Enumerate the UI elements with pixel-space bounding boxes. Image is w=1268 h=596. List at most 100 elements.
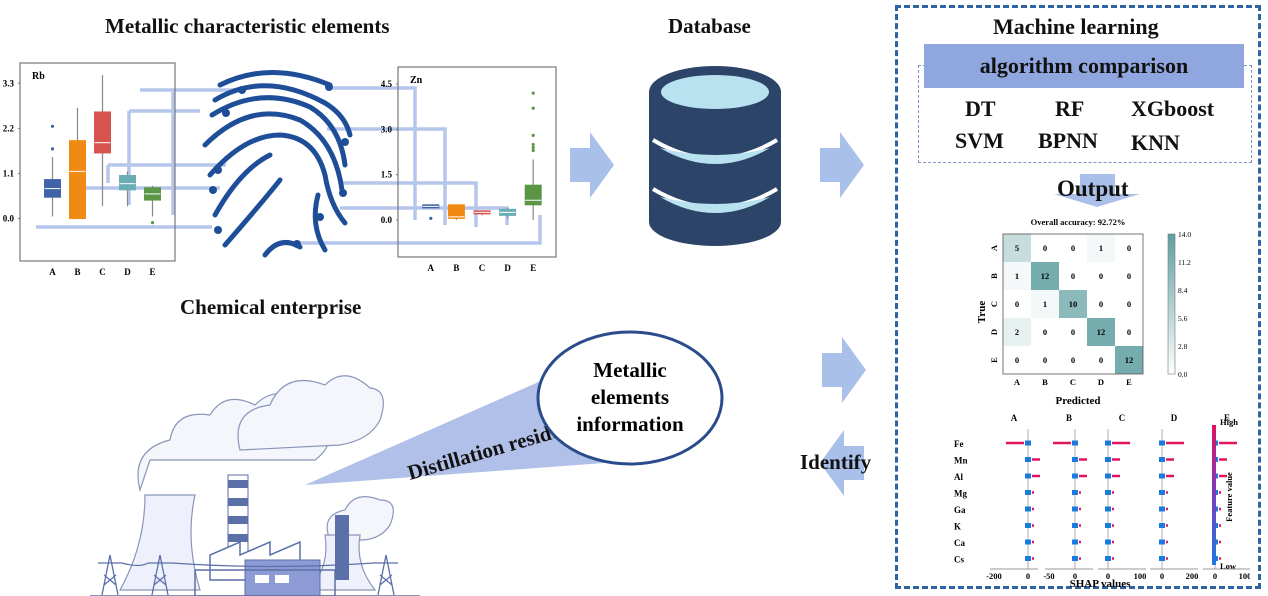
box-E bbox=[524, 184, 542, 206]
outlier-point bbox=[50, 147, 55, 151]
cm-cell-value: 1 bbox=[1015, 271, 1019, 281]
cm-cell bbox=[1059, 262, 1087, 290]
shap-colorbar bbox=[1212, 425, 1216, 565]
shap-xlabel: SHAP values bbox=[1070, 578, 1132, 590]
cm-cell bbox=[1031, 234, 1059, 262]
shap-panel-title: C bbox=[1119, 413, 1126, 423]
shap-feature-label: Mn bbox=[954, 456, 968, 466]
cm-cell bbox=[1003, 234, 1031, 262]
y-tick-label: 1.1 bbox=[3, 168, 15, 178]
identify-label: Identify bbox=[800, 450, 872, 474]
cm-colorbar bbox=[1167, 233, 1176, 375]
shap-feature-label: K bbox=[954, 522, 961, 532]
cm-cell-value: 0 bbox=[1015, 299, 1019, 309]
cm-cell bbox=[1003, 346, 1031, 374]
x-tick-label: A bbox=[49, 267, 56, 277]
shap-feature-label: Fe bbox=[954, 439, 964, 449]
outlier-point bbox=[531, 148, 535, 153]
outlier-point bbox=[429, 216, 433, 220]
x-tick-label: E bbox=[530, 263, 536, 273]
cm-x-tick: D bbox=[1098, 377, 1104, 387]
bubble-line-2: elements bbox=[591, 385, 669, 409]
algo-bpnn: BPNN bbox=[1038, 128, 1098, 153]
factory-illustration bbox=[90, 375, 420, 596]
outlier-point bbox=[531, 142, 535, 147]
connector-line bbox=[331, 86, 417, 220]
shap-tick-label: 200 bbox=[1186, 571, 1199, 581]
cm-cell bbox=[1003, 262, 1031, 290]
fingerprint-nodes bbox=[209, 83, 349, 248]
cm-cell-value: 0 bbox=[1071, 355, 1075, 365]
cm-cell-value: 0 bbox=[1127, 243, 1131, 253]
y-tick-label: 0.0 bbox=[3, 214, 15, 224]
cm-x-tick: C bbox=[1070, 377, 1076, 387]
cm-cell bbox=[1087, 318, 1115, 346]
algo-rf: RF bbox=[1055, 96, 1085, 121]
striped-chimney bbox=[227, 474, 249, 556]
algorithm-banner-label: algorithm comparison bbox=[979, 53, 1189, 78]
output-arrow-icon bbox=[1054, 174, 1140, 207]
metallic-info-bubble bbox=[536, 330, 724, 466]
cm-cell bbox=[1087, 234, 1115, 262]
shap-tick-label: -200 bbox=[986, 571, 1002, 581]
enterprise-section-title: Chemical enterprise bbox=[180, 295, 362, 319]
algo-knn: KNN bbox=[1131, 130, 1180, 155]
box-B bbox=[69, 140, 86, 220]
fingerprint-section-title: Metallic characteristic elements bbox=[105, 14, 390, 38]
plot-title: Rb bbox=[32, 71, 45, 82]
cm-cell bbox=[1031, 346, 1059, 374]
outlier-point bbox=[531, 91, 535, 95]
shap-colorbar-high: High bbox=[1220, 417, 1238, 427]
connector-line bbox=[106, 163, 226, 183]
plot-frame bbox=[397, 66, 557, 258]
arrow-to-ml-icon bbox=[820, 132, 864, 198]
output-label: Output bbox=[1057, 176, 1129, 201]
shap-tick-label: 0 bbox=[1213, 571, 1217, 581]
x-tick-label: D bbox=[504, 263, 511, 273]
shap-tick-label: 0 bbox=[1073, 571, 1077, 581]
cm-colorbar-tick: 11.2 bbox=[1178, 258, 1191, 267]
algo-xgboost: XGboost bbox=[1131, 96, 1215, 121]
cm-colorbar-tick: 2.8 bbox=[1178, 342, 1188, 351]
chimney bbox=[335, 515, 349, 580]
shap-tick-label: -50 bbox=[1043, 571, 1054, 581]
cm-x-tick: E bbox=[1126, 377, 1132, 387]
cm-cell-value: 0 bbox=[1015, 355, 1019, 365]
outlier-point bbox=[531, 145, 535, 150]
cm-y-tick: D bbox=[989, 329, 999, 335]
y-tick-label: 3.0 bbox=[381, 124, 393, 134]
shap-tick-label: 100 bbox=[1239, 571, 1250, 581]
cm-frame bbox=[1002, 233, 1144, 375]
y-tick-label: 1.5 bbox=[381, 170, 393, 180]
bubble-line-1: Metallic bbox=[593, 358, 666, 382]
shap-tick-label: 0 bbox=[1026, 571, 1030, 581]
ml-panel bbox=[895, 5, 1261, 589]
x-tick-label: B bbox=[453, 263, 459, 273]
connector-line bbox=[127, 109, 200, 205]
cm-title: Overall accuracy: 92.72% bbox=[1031, 217, 1126, 227]
x-tick-label: D bbox=[124, 267, 131, 277]
shap-feature-label: Mg bbox=[954, 489, 967, 499]
cm-y-tick: E bbox=[989, 357, 999, 363]
shap-feature-label: Al bbox=[954, 472, 963, 482]
outlier-point bbox=[531, 106, 535, 110]
shap-feature-label: Cs bbox=[954, 555, 964, 565]
shap-colorbar-low: Low bbox=[1220, 561, 1237, 571]
cm-cell bbox=[1115, 346, 1143, 374]
cm-cell-value: 0 bbox=[1127, 299, 1131, 309]
cm-cell-value: 0 bbox=[1071, 327, 1075, 337]
x-tick-label: E bbox=[149, 267, 155, 277]
cm-cell-value: 0 bbox=[1099, 271, 1103, 281]
x-tick-label: C bbox=[99, 267, 106, 277]
cm-cell-value: 0 bbox=[1127, 327, 1131, 337]
cm-cell-value: 10 bbox=[1069, 299, 1078, 309]
cm-y-tick: A bbox=[989, 244, 999, 251]
cm-y-tick: C bbox=[989, 301, 999, 307]
shap-feature-label: Ca bbox=[954, 538, 965, 548]
cm-cell-value: 0 bbox=[1099, 355, 1103, 365]
cm-x-tick: B bbox=[1042, 377, 1048, 387]
box-B bbox=[447, 204, 465, 219]
algorithm-banner: algorithm comparison bbox=[924, 44, 1244, 88]
ml-title: Machine learning bbox=[993, 14, 1159, 39]
